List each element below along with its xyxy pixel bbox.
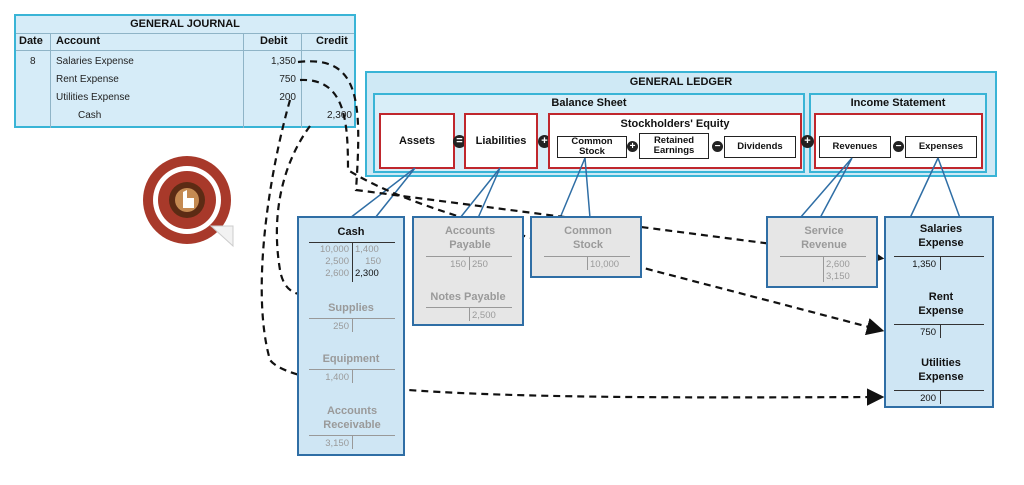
t-account-name: Service Revenue bbox=[801, 225, 847, 251]
t-credit-value: 150 bbox=[365, 256, 381, 267]
t-debit-value: 10,000 bbox=[319, 244, 349, 255]
plus-operator: + bbox=[627, 141, 638, 152]
t-debit-value: 200 bbox=[920, 393, 936, 404]
common-stock-box: Common Stock bbox=[557, 136, 627, 158]
t-account-name: Accounts Payable bbox=[444, 225, 496, 251]
t-debit-value: 3,150 bbox=[325, 438, 349, 449]
journal-header-debit: Debit bbox=[260, 35, 288, 47]
balance-sheet-title: Balance Sheet bbox=[551, 97, 627, 109]
t-debit-value: 150 bbox=[450, 259, 466, 270]
assets-t-accounts: Cash 10,000 1,400 2,500 150 2,600 2,300 … bbox=[297, 216, 405, 456]
t-debit-value: 2,600 bbox=[325, 268, 349, 279]
ledger-title: GENERAL LEDGER bbox=[629, 76, 733, 88]
journal-header-account: Account bbox=[56, 35, 100, 47]
journal-row-debit: 200 bbox=[279, 92, 296, 103]
hand-pointer-icon bbox=[143, 156, 234, 248]
t-debit-value: 1,400 bbox=[325, 372, 349, 383]
t-credit-value: 2,500 bbox=[472, 310, 496, 321]
expenses-t-accounts: Salaries Expense 1,350 Rent Expense 750 … bbox=[884, 216, 994, 408]
journal-row-account: Cash bbox=[78, 110, 102, 121]
journal-row-date: 8 bbox=[30, 56, 36, 67]
t-credit-value: 3,150 bbox=[826, 271, 850, 282]
common-stock-t-account: Common Stock 10,000 bbox=[530, 216, 642, 278]
journal-row-account: Rent Expense bbox=[56, 74, 119, 85]
t-account-name: Utilities Expense bbox=[918, 357, 964, 383]
t-debit-value: 2,500 bbox=[325, 256, 349, 267]
service-revenue-t-account: Service Revenue 2,600 3,150 bbox=[766, 216, 878, 288]
t-account-name: Equipment bbox=[322, 353, 380, 365]
t-account-name: Notes Payable bbox=[430, 291, 506, 303]
revenues-box: Revenues bbox=[819, 136, 891, 158]
t-credit-value: 1,400 bbox=[355, 244, 379, 255]
journal-row-credit: 2,300 bbox=[326, 110, 352, 121]
t-debit-value: 750 bbox=[920, 327, 936, 338]
journal-row-debit: 750 bbox=[279, 74, 296, 85]
t-account-name: Supplies bbox=[328, 302, 374, 314]
journal-header-date: Date bbox=[19, 35, 43, 47]
plus-operator: + bbox=[801, 135, 814, 148]
t-debit-value: 1,350 bbox=[912, 259, 936, 270]
journal-row-account: Utilities Expense bbox=[56, 92, 130, 103]
general-ledger: GENERAL LEDGER Balance Sheet Income Stat… bbox=[365, 71, 997, 177]
t-account-name: Common Stock bbox=[564, 225, 612, 251]
general-journal: GENERAL JOURNAL Date Account Debit Credi… bbox=[14, 14, 356, 128]
plus-operator: + bbox=[538, 135, 551, 148]
t-credit-value: 250 bbox=[472, 259, 488, 270]
interactive-badge[interactable] bbox=[141, 154, 235, 248]
t-account-name: Accounts Receivable bbox=[323, 405, 381, 431]
t-debit-value: 250 bbox=[333, 321, 349, 332]
minus-operator: − bbox=[712, 141, 723, 152]
t-credit-value: 2,300 bbox=[355, 268, 379, 279]
t-account-name: Salaries Expense bbox=[918, 223, 964, 249]
liabilities-box: Liabilities bbox=[464, 113, 538, 169]
journal-row-debit: 1,350 bbox=[270, 56, 296, 67]
stockholders-equity-label: Stockholders' Equity bbox=[620, 118, 730, 130]
minus-operator: − bbox=[893, 141, 904, 152]
t-account-name: Rent Expense bbox=[918, 291, 964, 317]
expenses-box: Expenses bbox=[905, 136, 977, 158]
liabilities-t-accounts: Accounts Payable 150 250 Notes Payable 2… bbox=[412, 216, 524, 326]
journal-header-credit: Credit bbox=[316, 35, 348, 47]
dividends-box: Dividends bbox=[724, 136, 796, 158]
journal-row-account: Salaries Expense bbox=[56, 56, 134, 67]
equals-operator: = bbox=[453, 135, 466, 148]
t-account-name: Cash bbox=[337, 226, 365, 238]
journal-title: GENERAL JOURNAL bbox=[16, 16, 354, 34]
t-credit-value: 10,000 bbox=[590, 259, 620, 270]
income-statement-title: Income Statement bbox=[850, 97, 946, 109]
t-credit-value: 2,600 bbox=[826, 259, 850, 270]
retained-earnings-box: Retained Earnings bbox=[639, 133, 709, 159]
